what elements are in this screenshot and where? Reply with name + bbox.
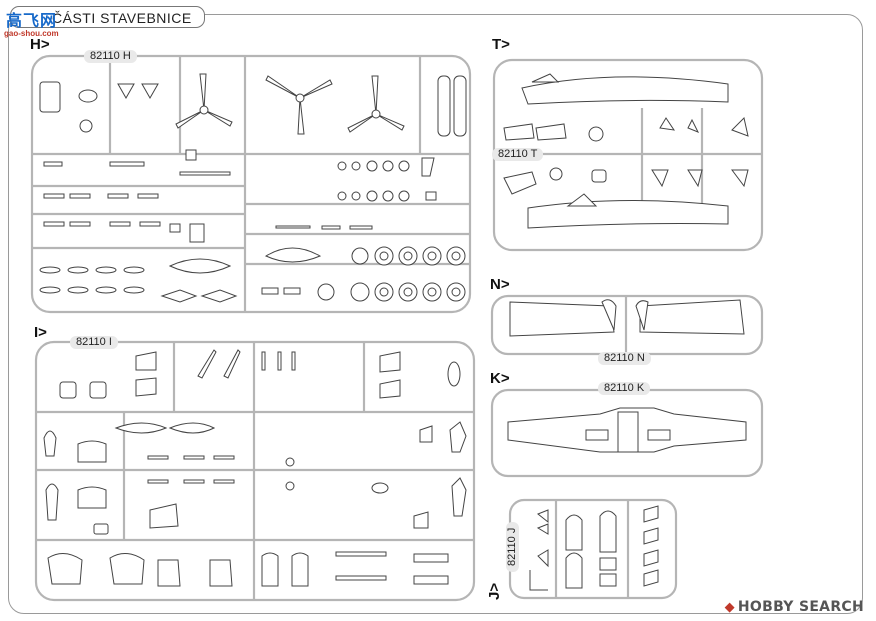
watermark-hobby-search: ◆HOBBY SEARCH: [725, 599, 864, 615]
watermark-logo-text: 高飞网: [6, 11, 58, 30]
section-label-t: T>: [492, 36, 510, 53]
sprue-i: [34, 340, 476, 602]
page-frame: [8, 14, 863, 614]
section-label-n: N>: [490, 276, 510, 293]
sprue-h: [30, 54, 472, 314]
sprue-code-j: 82110 J: [506, 521, 519, 572]
section-label-k: K>: [490, 370, 510, 387]
sprue-code-i: 82110 I: [70, 336, 118, 349]
sprue-code-n: 82110 N: [598, 352, 651, 365]
section-label-j: J>: [486, 582, 503, 600]
page-title: ČÁSTI STAVEBNICE: [52, 10, 192, 26]
sprue-code-t: 82110 T: [492, 148, 544, 161]
sprue-code-k: 82110 K: [598, 382, 651, 395]
title-tab: [10, 6, 205, 28]
watermark-brand-part1: HOBBY: [737, 599, 794, 615]
watermark-logo-subtext: gao-shou.com: [4, 29, 59, 38]
sprue-k: [490, 388, 764, 478]
watermark-brand-part2: SEARCH: [798, 599, 864, 615]
section-label-i: I>: [34, 324, 47, 341]
hobby-search-logo-icon: ◆: [724, 600, 735, 615]
sprue-j: [508, 498, 678, 600]
sprue-code-h: 82110 H: [84, 50, 137, 63]
sprue-n: [490, 294, 764, 356]
section-label-h: H>: [30, 36, 50, 53]
